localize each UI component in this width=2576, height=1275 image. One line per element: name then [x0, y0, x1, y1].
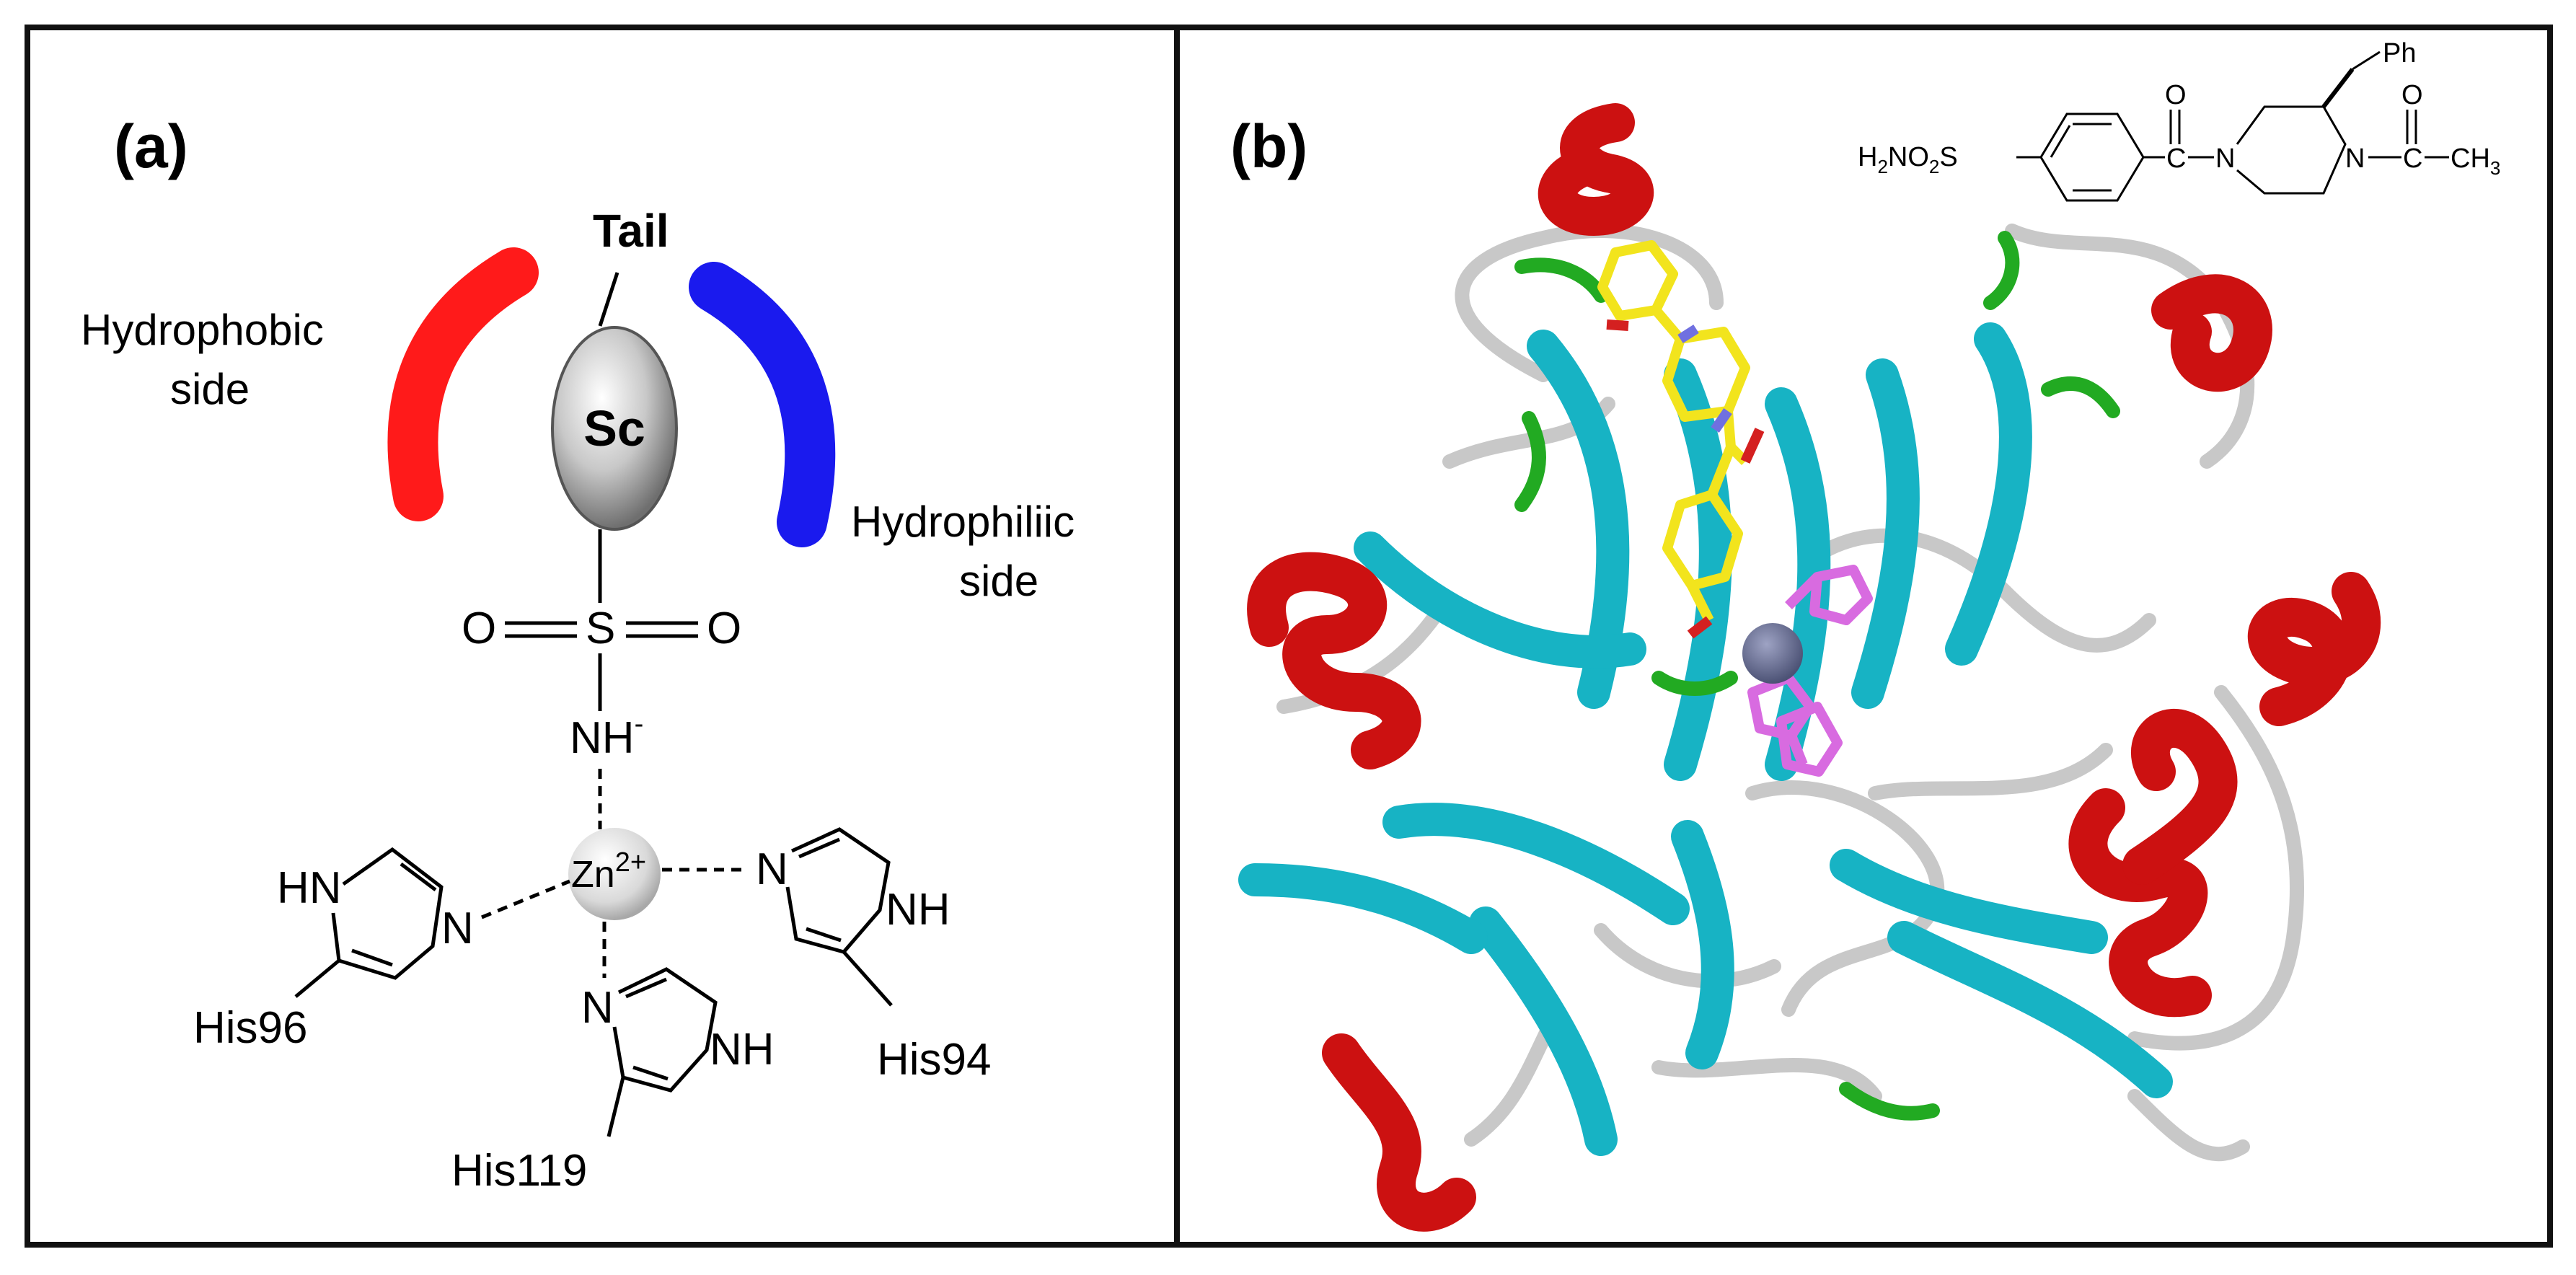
sulfonyl-s: S — [586, 604, 615, 653]
his94-n: N — [756, 844, 788, 894]
his96-double-1 — [400, 862, 437, 891]
alpha-helices — [1247, 103, 2381, 1232]
formula-piperazine — [2236, 105, 2347, 195]
his94-name: His94 — [877, 1035, 992, 1085]
his119-double-2 — [632, 1065, 669, 1081]
his94-double-1 — [798, 837, 840, 859]
his119-name: His119 — [451, 1146, 587, 1196]
his119-nh: NH — [710, 1025, 775, 1075]
panel-b-frame — [1174, 25, 2553, 1248]
formula-n2: N — [2345, 144, 2365, 174]
ligand-heteroatoms — [1606, 319, 1765, 639]
his119-ring — [612, 967, 718, 1093]
formula-benzene-inner-3 — [2050, 125, 2071, 158]
formula-benzyl-bond — [2321, 68, 2355, 108]
formula-n1: N — [2215, 144, 2235, 174]
hydrophobic-arc — [387, 247, 539, 521]
panel-b-label: (b) — [1230, 112, 1307, 180]
zinc-label: Zn2+ — [571, 847, 646, 896]
his96-imidazole: HN N His96 — [193, 847, 474, 1053]
sulfonyl-o-right: O — [707, 604, 741, 653]
protein-ribbon — [1238, 103, 2381, 1232]
panel-b: (b) H2NO2S C O N N Ph C O — [1230, 38, 2500, 1232]
formula-benzyl-bond-2 — [2352, 50, 2381, 71]
his96-name: His96 — [193, 1003, 308, 1053]
formula-h2no2s: H2NO2S — [1858, 142, 1958, 177]
scaffold-label: Sc — [583, 400, 645, 456]
his119-double-1 — [625, 977, 667, 999]
his119-n: N — [581, 983, 614, 1033]
zinc-atom — [1742, 623, 1803, 684]
his94-ring — [785, 827, 891, 954]
panel-a: (a) Hydrophobic side Hydrophiliic side T… — [81, 112, 1075, 1196]
zinc-sphere — [568, 828, 661, 920]
formula-ph: Ph — [2383, 38, 2416, 69]
panel-a-label: (a) — [114, 112, 188, 180]
hydrophobic-label-line1: Hydrophobic — [81, 306, 324, 354]
scaffold-ellipse — [551, 326, 678, 531]
formula-o1: O — [2165, 80, 2187, 110]
hydrophilic-label-line2: side — [959, 557, 1038, 605]
his96-double-2 — [351, 948, 393, 967]
his94-nh: NH — [886, 885, 950, 935]
formula-ch3: CH3 — [2451, 144, 2500, 179]
hydrophobic-label-line2: side — [170, 365, 250, 413]
his96-substituent — [294, 959, 340, 998]
his96-hn: HN — [277, 863, 342, 913]
hydrophilic-arc — [689, 262, 836, 547]
formula-c1: C — [2166, 144, 2186, 174]
his94-imidazole: N NH His94 — [756, 827, 992, 1085]
his94-double-2 — [806, 927, 842, 943]
his119-substituent — [606, 1077, 625, 1137]
amide-nh: NH- — [570, 709, 643, 763]
his119-imidazole: N NH His119 — [451, 967, 775, 1196]
his96-ring — [331, 847, 444, 980]
his94-substituent — [842, 950, 893, 1007]
tail-label: Tail — [593, 205, 669, 257]
ligand-formula: H2NO2S C O N N Ph C O CH3 — [1858, 38, 2500, 202]
tail-line — [598, 272, 619, 327]
his96-n: N — [441, 904, 474, 953]
turn-segments — [1514, 231, 2120, 1121]
coil-segments — [1276, 224, 2305, 1162]
formula-o2: O — [2401, 80, 2423, 110]
formula-benzene-ring — [2039, 112, 2145, 202]
hydrophilic-label-line1: Hydrophiliic — [851, 498, 1075, 546]
sulfonyl-o-left: O — [462, 604, 496, 653]
his96-zn-coordination — [481, 879, 570, 919]
formula-c2: C — [2403, 144, 2422, 174]
